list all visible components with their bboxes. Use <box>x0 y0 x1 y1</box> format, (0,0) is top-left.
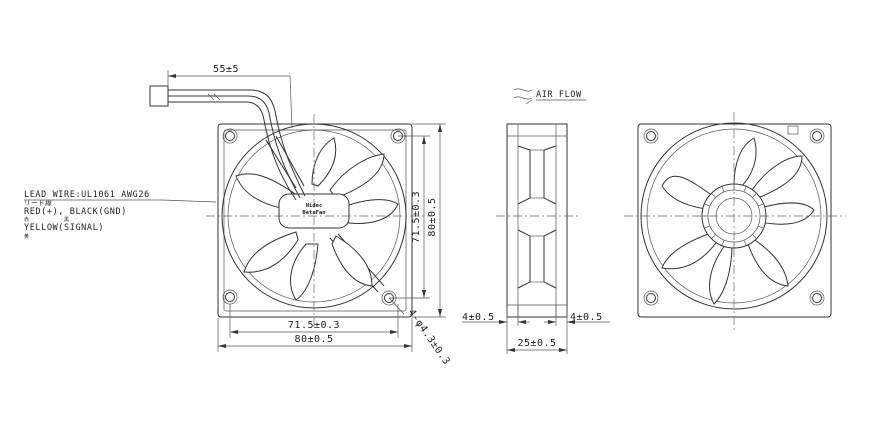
frame-right-label: 4±0.5 <box>570 312 603 323</box>
hub-rib <box>721 186 725 193</box>
holes-label: 4-φ4.3±0.3 <box>406 307 452 367</box>
rear-frame-outer <box>637 123 832 318</box>
mount-height-label: 71.5±0.3 <box>411 191 422 243</box>
lead-wire-bundle <box>149 85 306 201</box>
hub-rib <box>721 239 725 246</box>
height-dimensions: 71.5±0.3 80±0.5 <box>389 123 446 318</box>
lead-length-dimension: 55±5 <box>167 64 293 129</box>
hub-rib <box>752 234 757 239</box>
hub-rib <box>752 193 757 198</box>
frame-left-label: 4±0.5 <box>462 312 495 323</box>
lead-wire-spec: LEAD WIRE:UL1061 AWG26 <box>24 190 150 200</box>
wire-connector <box>149 85 169 107</box>
hub-rib <box>757 225 764 229</box>
hub-rib <box>743 239 747 246</box>
hub-rib <box>743 186 747 193</box>
rear-hub-ribs <box>702 184 766 248</box>
jp-black: 黒 <box>64 217 70 223</box>
front-hole-tl <box>225 131 235 141</box>
jp-yellow: 黄 <box>24 233 30 240</box>
lead-length-label: 55±5 <box>213 64 239 75</box>
hub-rib <box>711 234 716 239</box>
width-dimensions: 71.5±0.3 80±0.5 <box>217 304 413 352</box>
rear-blades <box>661 137 815 305</box>
hub-rib <box>757 203 764 207</box>
hub-rib <box>711 193 716 198</box>
air-flow-annotation: AIR FLOW <box>513 88 586 105</box>
hub-rib <box>704 225 711 229</box>
wire-red-black: RED(+), BLACK(GND) <box>24 207 127 217</box>
wire-yellow: YELLOW(SIGNAL) <box>24 223 104 233</box>
mount-width-label: 71.5±0.3 <box>288 320 340 331</box>
side-dimensions: 4±0.5 4±0.5 25±0.5 <box>462 306 610 354</box>
side-view: AIR FLOW <box>496 88 586 318</box>
front-view: Nidec BetaFan <box>149 85 432 330</box>
holes-callout: 4-φ4.3±0.3 <box>388 297 452 367</box>
depth-label: 25±0.5 <box>517 338 556 349</box>
rear-mount-holes <box>643 128 825 306</box>
hub-rib <box>704 203 711 207</box>
air-flow-label: AIR FLOW <box>536 90 582 100</box>
jp-red: 赤 <box>24 217 30 223</box>
overall-width-label: 80±0.5 <box>294 334 333 345</box>
overall-height-label: 80±0.5 <box>427 197 438 236</box>
rear-view <box>624 112 846 330</box>
front-blades <box>235 137 399 301</box>
lead-wire-jp: リード線 <box>24 198 52 207</box>
front-hole-bl <box>225 292 235 302</box>
rear-wire-tab <box>787 125 799 135</box>
lead-wire-notes: LEAD WIRE:UL1061 AWG26 リード線 RED(+), BLAC… <box>24 190 217 240</box>
side-frame <box>506 123 568 318</box>
